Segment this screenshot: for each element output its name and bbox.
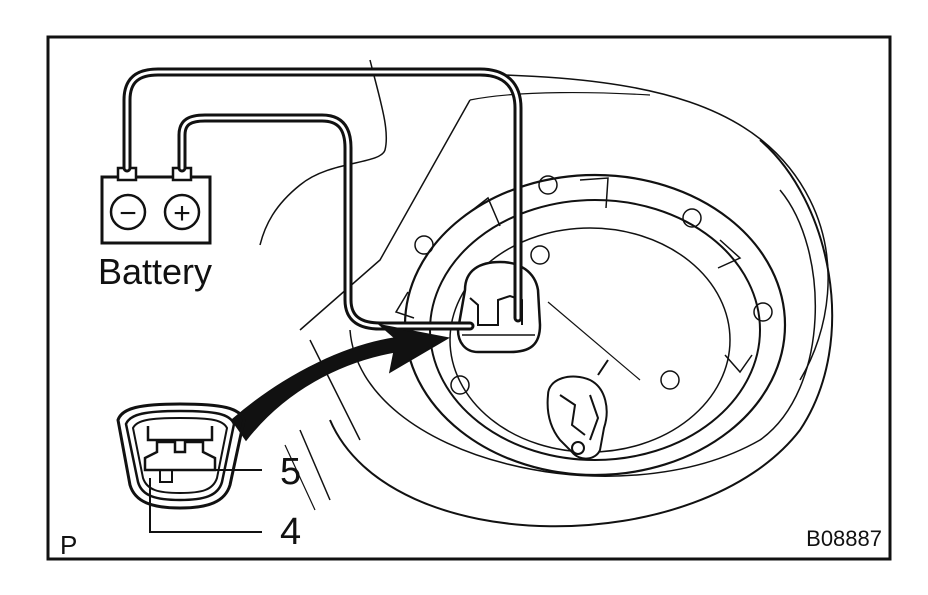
figure-code: B08887 bbox=[806, 526, 882, 551]
fuel-pump-assembly-icon bbox=[546, 359, 609, 460]
jumper-wires bbox=[122, 67, 523, 331]
pin-4-leader bbox=[149, 478, 262, 533]
battery-label: Battery bbox=[98, 251, 212, 292]
negative-symbol: − bbox=[119, 197, 137, 230]
figure-frame bbox=[46, 35, 892, 561]
corner-mark: P bbox=[60, 530, 77, 560]
arrow-icon bbox=[230, 323, 451, 442]
positive-lead-wire bbox=[177, 113, 475, 331]
pin-4-label: 4 bbox=[280, 511, 301, 553]
positive-symbol: + bbox=[173, 197, 191, 230]
positive-terminal-icon bbox=[163, 193, 201, 231]
negative-terminal-icon bbox=[109, 193, 147, 231]
pin-5-label: 5 bbox=[280, 451, 301, 493]
connector-icon bbox=[116, 402, 246, 510]
battery-icon: − + bbox=[100, 166, 212, 245]
pump-connector-icon bbox=[456, 260, 542, 354]
